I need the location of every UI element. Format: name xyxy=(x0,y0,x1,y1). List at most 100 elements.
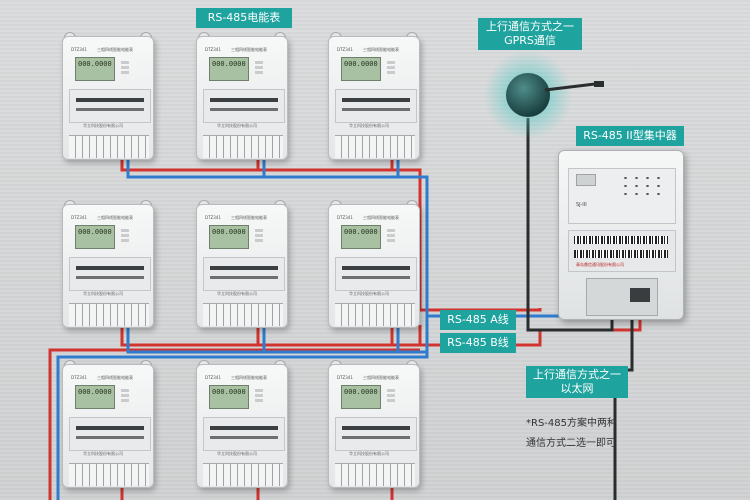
meter-nameplate xyxy=(203,417,285,451)
meter-buttons xyxy=(121,59,147,79)
meter-maker: 华立科技股份有限公司 xyxy=(349,451,389,456)
meter-nameplate xyxy=(69,417,151,451)
meter-buttons xyxy=(387,59,413,79)
electric-meter: DTZ341 三相四线智能电能表 000.0000 华立科技股份有限公司 xyxy=(62,200,154,328)
meter-maker: 华立科技股份有限公司 xyxy=(83,291,123,296)
rs485-b-wire-left xyxy=(56,316,429,500)
note-line-2: 通信方式二选一即可 xyxy=(526,438,616,449)
meter-terminal-block xyxy=(69,303,149,326)
meter-maker: 华立科技股份有限公司 xyxy=(217,123,257,128)
meter-title: 三相四线智能电能表 xyxy=(231,47,267,52)
meter-lcd-display: 000.0000 xyxy=(209,225,249,249)
rs485-a-wire xyxy=(120,145,542,312)
concentrator-maker: 青岛鼎信通讯股份有限公司 xyxy=(576,262,624,267)
meter-title: 三相四线智能电能表 xyxy=(363,375,399,380)
meter-nameplate xyxy=(203,89,285,123)
meter-title: 三相四线智能电能表 xyxy=(363,215,399,220)
meter-maker: 华立科技股份有限公司 xyxy=(217,451,257,456)
gprs-label: 上行通信方式之一 GPRS通信 xyxy=(478,18,582,50)
meter-lcd-text: 000.0000 xyxy=(344,388,378,396)
meter-terminal-block xyxy=(203,303,283,326)
meter-brand: DTZ341 xyxy=(337,215,353,220)
meter-nameplate xyxy=(335,257,417,291)
meter-terminal-block xyxy=(335,135,415,158)
meter-maker: 华立科技股份有限公司 xyxy=(83,123,123,128)
concentrator-model: SJ-III xyxy=(576,202,587,208)
meter-buttons xyxy=(121,227,147,247)
meter-lcd-text: 000.0000 xyxy=(212,388,246,396)
rs485-b-label: RS-485 B线 xyxy=(440,333,516,353)
electric-meter: DTZ341 三相四线智能电能表 000.0000 华立科技股份有限公司 xyxy=(196,32,288,160)
meter-lcd-display: 000.0000 xyxy=(341,57,381,81)
meter-lcd-display: 000.0000 xyxy=(209,57,249,81)
meter-lcd-text: 000.0000 xyxy=(78,228,112,236)
meter-nameplate xyxy=(69,257,151,291)
meter-buttons xyxy=(121,387,147,407)
electric-meter: DTZ341 三相四线智能电能表 000.0000 华立科技股份有限公司 xyxy=(62,32,154,160)
electric-meter: DTZ341 三相四线智能电能表 000.0000 华立科技股份有限公司 xyxy=(328,32,420,160)
meter-title: 三相四线智能电能表 xyxy=(97,47,133,52)
meter-lcd-display: 000.0000 xyxy=(75,385,115,409)
electric-meter: DTZ341 三相四线智能电能表 000.0000 华立科技股份有限公司 xyxy=(196,360,288,488)
meter-brand: DTZ341 xyxy=(205,375,221,380)
meter-lcd-display: 000.0000 xyxy=(209,385,249,409)
meter-lcd-text: 000.0000 xyxy=(78,60,112,68)
ethernet-label-text: 上行通信方式之一 以太网 xyxy=(533,368,621,395)
meter-terminal-block xyxy=(203,135,283,158)
electric-meter: DTZ341 三相四线智能电能表 000.0000 华立科技股份有限公司 xyxy=(328,200,420,328)
meter-title: 三相四线智能电能表 xyxy=(97,215,133,220)
meter-nameplate xyxy=(335,417,417,451)
electric-meter: DTZ341 三相四线智能电能表 000.0000 华立科技股份有限公司 xyxy=(196,200,288,328)
rs485-a-label: RS-485 A线 xyxy=(440,310,516,330)
meter-lcd-display: 000.0000 xyxy=(341,225,381,249)
meter-group-label: RS-485电能表 xyxy=(196,8,292,28)
meter-terminal-block xyxy=(335,463,415,486)
meter-terminal-block xyxy=(69,463,149,486)
meter-terminal-block xyxy=(203,463,283,486)
meter-lcd-text: 000.0000 xyxy=(78,388,112,396)
meter-nameplate xyxy=(69,89,151,123)
meter-brand: DTZ341 xyxy=(205,47,221,52)
meter-lcd-display: 000.0000 xyxy=(75,225,115,249)
meter-brand: DTZ341 xyxy=(71,215,87,220)
electric-meter: DTZ341 三相四线智能电能表 000.0000 华立科技股份有限公司 xyxy=(62,360,154,488)
gprs-antenna-icon xyxy=(506,73,550,117)
meter-lcd-text: 000.0000 xyxy=(344,228,378,236)
meter-title: 三相四线智能电能表 xyxy=(363,47,399,52)
meter-lcd-display: 000.0000 xyxy=(341,385,381,409)
meter-maker: 华立科技股份有限公司 xyxy=(217,291,257,296)
meter-buttons xyxy=(255,227,281,247)
meter-maker: 华立科技股份有限公司 xyxy=(83,451,123,456)
rs485-b-wire-row2 xyxy=(126,325,427,354)
meter-brand: DTZ341 xyxy=(71,47,87,52)
meter-brand: DTZ341 xyxy=(337,375,353,380)
meter-maker: 华立科技股份有限公司 xyxy=(349,123,389,128)
meter-nameplate xyxy=(203,257,285,291)
meter-lcd-text: 000.0000 xyxy=(212,228,246,236)
gprs-label-text: 上行通信方式之一 GPRS通信 xyxy=(486,20,574,47)
meter-brand: DTZ341 xyxy=(337,47,353,52)
meter-brand: DTZ341 xyxy=(71,375,87,380)
meter-nameplate xyxy=(335,89,417,123)
meter-brand: DTZ341 xyxy=(205,215,221,220)
meter-lcd-text: 000.0000 xyxy=(344,60,378,68)
meter-buttons xyxy=(387,387,413,407)
meter-terminal-block xyxy=(69,135,149,158)
concentrator-label: RS-485 II型集中器 xyxy=(576,126,684,146)
meter-buttons xyxy=(387,227,413,247)
rs485-concentrator: SJ-III 青岛鼎信通讯股份有限公司 xyxy=(558,150,684,320)
rs485-a-wire-left xyxy=(48,348,420,500)
meter-terminal-block xyxy=(335,303,415,326)
ethernet-cable xyxy=(613,305,634,500)
meter-maker: 华立科技股份有限公司 xyxy=(349,291,389,296)
note-line-1: *RS-485方案中两种 xyxy=(526,418,617,429)
electric-meter: DTZ341 三相四线智能电能表 000.0000 华立科技股份有限公司 xyxy=(328,360,420,488)
meter-buttons xyxy=(255,387,281,407)
meter-lcd-text: 000.0000 xyxy=(212,60,246,68)
meter-title: 三相四线智能电能表 xyxy=(97,375,133,380)
meter-title: 三相四线智能电能表 xyxy=(231,375,267,380)
rs485-a-wire-row2 xyxy=(120,325,422,347)
meter-title: 三相四线智能电能表 xyxy=(231,215,267,220)
ethernet-label: 上行通信方式之一 以太网 xyxy=(526,366,628,398)
meter-buttons xyxy=(255,59,281,79)
